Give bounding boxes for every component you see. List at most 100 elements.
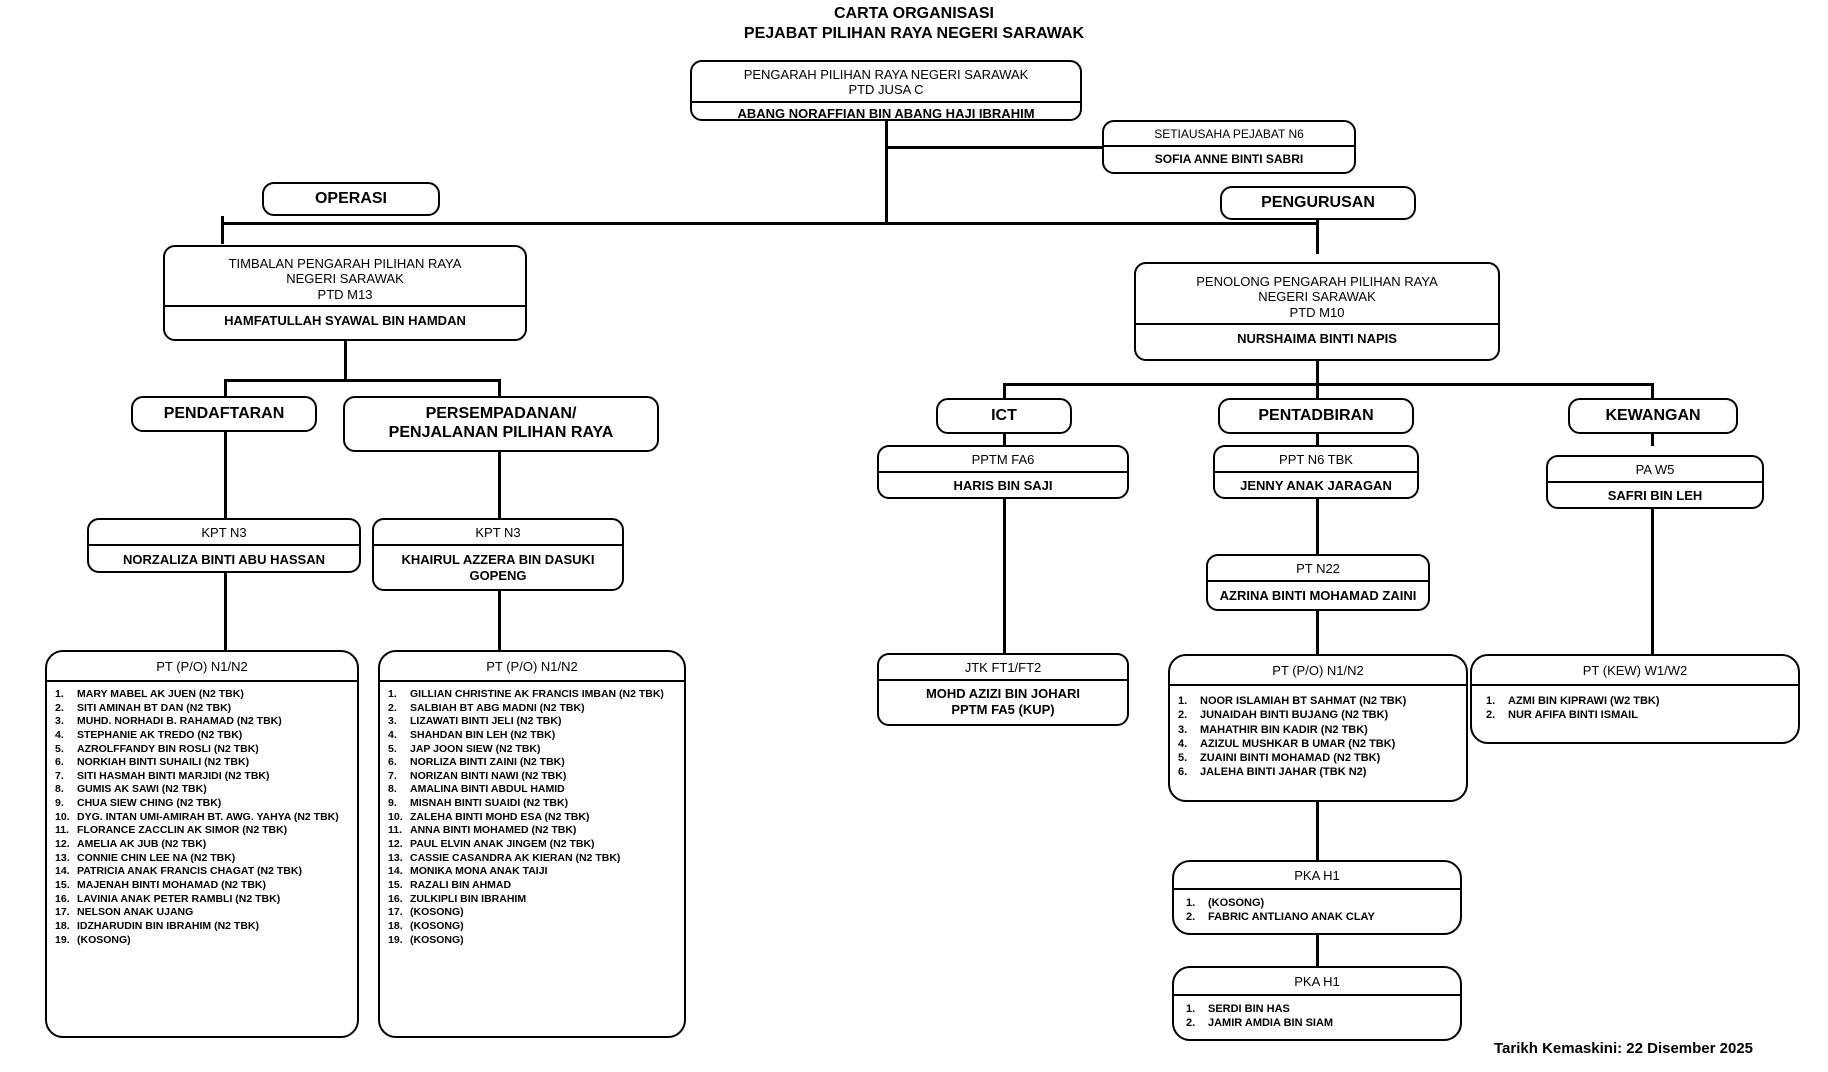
list-item: ZUAINI BINTI MOHAMAD (N2 TBK) — [1200, 752, 1381, 765]
node-assistant-director[interactable]: PENOLONG PENGARAH PILIHAN RAYA NEGERI SA… — [1134, 262, 1500, 361]
assistant-position-line-1: PENOLONG PENGARAH PILIHAN RAYA — [1196, 274, 1438, 289]
connector-pentadbiran-list — [1316, 611, 1319, 655]
pentadbiran-pt-name: AZRINA BINTI MOHAMAD ZAINI — [1219, 588, 1417, 604]
node-ict-staff[interactable]: JTK FT1/FT2 MOHD AZIZI BIN JOHARI PPTM F… — [877, 653, 1129, 726]
director-position-line-2: PTD JUSA C — [848, 82, 924, 98]
label-persempadanan[interactable]: PERSEMPADANAN/ PENJALANAN PILIHAN RAYA — [343, 396, 659, 452]
persempadanan-list-items: GILLIAN CHRISTINE AK FRANCIS IMBAN (N2 T… — [380, 682, 684, 953]
label-pendaftaran[interactable]: PENDAFTARAN — [131, 396, 317, 432]
connector-pka-2 — [1316, 935, 1319, 970]
connector-deputy-bar — [224, 379, 500, 382]
pentadbiran-list-items: NOOR ISLAMIAH BT SAHMAT (N2 TBK) JUNAIDA… — [1170, 686, 1466, 786]
pendaftaran-head-name: NORZALIZA BINTI ABU HASSAN — [123, 552, 325, 568]
list-pka-1[interactable]: PKA H1 (KOSONG) FABRIC ANTLIANO ANAK CLA… — [1172, 860, 1462, 935]
connector-kewangan-up — [1651, 383, 1654, 399]
list-item: NELSON ANAK UJANG — [77, 906, 194, 919]
connector-kewangan-list — [1651, 509, 1654, 655]
persempadanan-line-1: PERSEMPADANAN/ — [425, 405, 577, 423]
ict-staff-name-line-1: MOHD AZIZI BIN JOHARI — [925, 686, 1081, 702]
list-item: FABRIC ANTLIANO ANAK CLAY — [1208, 911, 1375, 924]
list-item: MISNAH BINTI SUAIDI (N2 TBK) — [410, 797, 569, 810]
label-pentadbiran[interactable]: PENTADBIRAN — [1218, 398, 1414, 434]
persempadanan-head-grade: KPT N3 — [475, 525, 521, 540]
list-item: MAJENAH BINTI MOHAMAD (N2 TBK) — [77, 878, 266, 891]
divider — [879, 679, 1127, 682]
divider — [89, 544, 359, 547]
node-deputy-director[interactable]: TIMBALAN PENGARAH PILIHAN RAYA NEGERI SA… — [163, 245, 527, 341]
connector-secretary — [885, 146, 1103, 149]
node-persempadanan-head[interactable]: KPT N3 KHAIRUL AZZERA BIN DASUKI GOPENG — [372, 518, 624, 591]
kewangan-list-header: PT (KEW) W1/W2 — [1582, 663, 1688, 678]
list-item: (KOSONG) — [410, 906, 464, 919]
kewangan-head-grade: PA W5 — [1635, 462, 1675, 477]
deputy-position-line-2: NEGERI SARAWAK — [286, 271, 404, 287]
node-ict-head[interactable]: PPTM FA6 HARIS BIN SAJI — [877, 445, 1129, 499]
ict-staff-grade: JTK FT1/FT2 — [964, 660, 1042, 675]
pendaftaran-head-grade: KPT N3 — [201, 525, 247, 540]
list-item: SERDI BIN HAS — [1208, 1003, 1290, 1015]
label-operasi[interactable]: OPERASI — [262, 182, 440, 216]
node-director[interactable]: PENGARAH PILIHAN RAYA NEGERI SARAWAK PTD… — [690, 60, 1082, 121]
list-item: ZALEHA BINTI MOHD ESA (N2 TBK) — [410, 810, 590, 823]
connector-pka-1 — [1316, 802, 1319, 860]
list-item: NORLIZA BINTI ZAINI (N2 TBK) — [410, 756, 565, 769]
connector-pendaftaran-down — [224, 432, 227, 520]
connector-pentadbiran-up — [1316, 383, 1319, 399]
list-pka-2[interactable]: PKA H1 SERDI BIN HAS JAMIR AMDIA BIN SIA… — [1172, 966, 1462, 1041]
connector-pendaftaran-up — [224, 379, 227, 397]
list-pendaftaran-staff[interactable]: PT (P/O) N1/N2 MARY MABEL AK JUEN (N2 TB… — [45, 650, 359, 1038]
list-item: (KOSONG) — [77, 933, 131, 946]
list-item: JAP JOON SIEW (N2 TBK) — [410, 742, 541, 755]
list-item: (KOSONG) — [410, 933, 464, 946]
kewangan-head-name: SAFRI BIN LEH — [1607, 488, 1703, 504]
list-item: PATRICIA ANAK FRANCIS CHAGAT (N2 TBK) — [77, 865, 302, 878]
persempadanan-list-header: PT (P/O) N1/N2 — [486, 659, 578, 674]
list-item: AZMI BIN KIPRAWI (W2 TBK) — [1508, 695, 1660, 707]
divider — [1136, 322, 1498, 325]
list-item: AMELIA AK JUB (N2 TBK) — [77, 838, 207, 851]
secretary-name: SOFIA ANNE BINTI SABRI — [1154, 152, 1304, 167]
connector-director-down — [885, 121, 888, 222]
title-line-1: CARTA ORGANISASI — [834, 5, 994, 22]
list-pentadbiran-staff[interactable]: PT (P/O) N1/N2 NOOR ISLAMIAH BT SAHMAT (… — [1168, 654, 1468, 802]
list-item: IDZHARUDIN BIN IBRAHIM (N2 TBK) — [77, 919, 259, 932]
connector-units-bar — [1003, 383, 1653, 386]
connector-deputy-down — [344, 341, 347, 379]
deputy-name: HAMFATULLAH SYAWAL BIN HAMDAN — [224, 312, 466, 328]
divider — [692, 100, 1080, 103]
connector-assistant-down — [1316, 361, 1319, 383]
divider — [1174, 994, 1460, 996]
node-pentadbiran-pt[interactable]: PT N22 AZRINA BINTI MOHAMAD ZAINI — [1206, 554, 1430, 611]
label-kewangan[interactable]: KEWANGAN — [1568, 398, 1738, 434]
node-kewangan-head[interactable]: PA W5 SAFRI BIN LEH — [1546, 455, 1764, 509]
assistant-name: NURSHAIMA BINTI NAPIS — [1237, 330, 1397, 346]
connector-persempadanan-down — [498, 452, 501, 520]
persempadanan-head-name-line-2: GOPENG — [469, 567, 527, 583]
divider — [165, 304, 525, 307]
list-item: LIZAWATI BINTI JELI (N2 TBK) — [410, 715, 562, 728]
connector-pentadbiran-pt — [1316, 499, 1319, 555]
label-pengurusan[interactable]: PENGURUSAN — [1220, 186, 1416, 220]
list-item: SITI AMINAH BT DAN (N2 TBK) — [77, 701, 232, 714]
list-item: SITI HASMAH BINTI MARJIDI (N2 TBK) — [77, 769, 270, 782]
label-ict[interactable]: ICT — [936, 398, 1072, 434]
list-item: LAVINIA ANAK PETER RAMBLI (N2 TBK) — [77, 892, 281, 905]
pentadbiran-list-header: PT (P/O) N1/N2 — [1272, 663, 1364, 678]
list-kewangan-staff[interactable]: PT (KEW) W1/W2 AZMI BIN KIPRAWI (W2 TBK)… — [1470, 654, 1800, 744]
divider — [879, 471, 1127, 474]
node-pendaftaran-head[interactable]: KPT N3 NORZALIZA BINTI ABU HASSAN — [87, 518, 361, 573]
node-secretary[interactable]: SETIAUSAHA PEJABAT N6 SOFIA ANNE BINTI S… — [1102, 120, 1356, 174]
list-item: DYG. INTAN UMI-AMIRAH BT. AWG. YAHYA (N2… — [77, 810, 339, 823]
last-updated-date: Tarikh Kemaskini: 22 Disember 2025 — [1494, 1040, 1754, 1057]
ict-head-name: HARIS BIN SAJI — [953, 478, 1053, 494]
persempadanan-head-name-line-1: KHAIRUL AZZERA BIN DASUKI — [401, 552, 595, 568]
list-item: AZIZUL MUSHKAR B UMAR (N2 TBK) — [1200, 737, 1396, 750]
divider — [1174, 888, 1460, 890]
list-persempadanan-staff[interactable]: PT (P/O) N1/N2 GILLIAN CHRISTINE AK FRAN… — [378, 650, 686, 1038]
list-item: MAHATHIR BIN KADIR (N2 TBK) — [1200, 723, 1368, 736]
node-pentadbiran-head[interactable]: PPT N6 TBK JENNY ANAK JARAGAN — [1213, 445, 1419, 499]
pka-1-header: PKA H1 — [1294, 868, 1340, 883]
divider — [47, 680, 357, 682]
list-item: MONIKA MONA ANAK TAIJI — [410, 865, 548, 878]
